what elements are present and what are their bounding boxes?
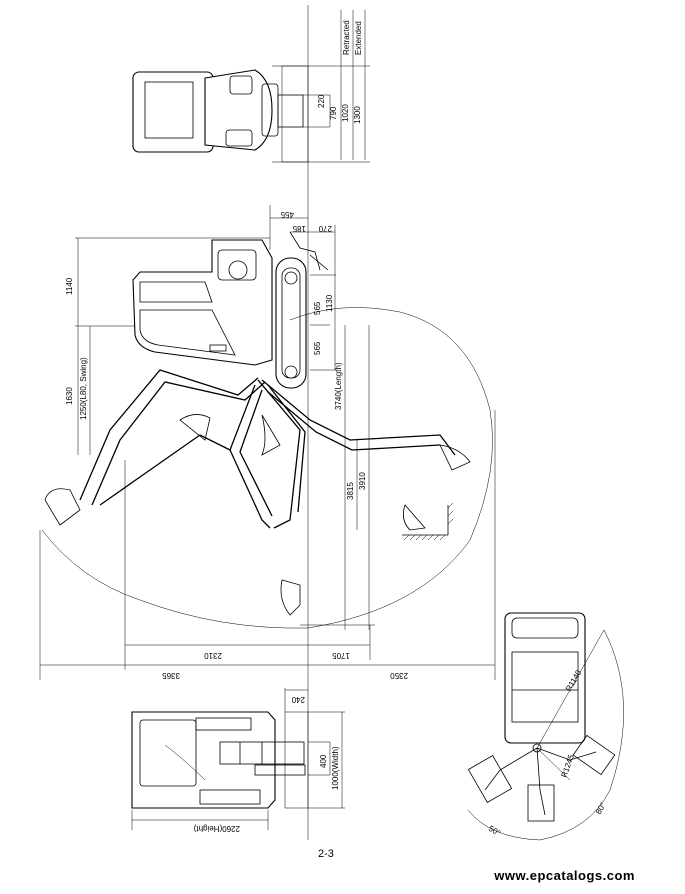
top-view: 220 790 1020 1300 bbox=[132, 65, 370, 163]
swing-view: R1140 R1245 80° 50° bbox=[467, 612, 624, 841]
legend-retracted: Retracted bbox=[342, 20, 351, 55]
dim-2260-height: 2260(Height) bbox=[193, 824, 240, 833]
dim-220: 220 bbox=[317, 94, 326, 108]
dim-565-lower: 565 bbox=[313, 341, 322, 355]
dim-3740-length: 3740(Length) bbox=[334, 362, 343, 410]
dim-790: 790 bbox=[329, 106, 338, 120]
page-number: 2-3 bbox=[318, 848, 334, 860]
dim-1000-width: 1000(Width) bbox=[331, 746, 340, 790]
dim-455: 455 bbox=[280, 210, 294, 219]
dim-270: 270 bbox=[318, 224, 332, 233]
angle-50: 50° bbox=[487, 824, 502, 838]
dim-2310: 2310 bbox=[204, 651, 222, 660]
angle-80: 80° bbox=[594, 801, 608, 816]
dim-1130: 1130 bbox=[325, 294, 334, 312]
watermark: www.epcatalogs.com bbox=[494, 868, 635, 883]
dim-1140: 1140 bbox=[65, 277, 74, 295]
dim-1630: 1630 bbox=[65, 387, 74, 405]
side-view: 455 270 185 1140 1630 1250(L80, Swing) 5… bbox=[39, 205, 496, 680]
bottom-view: 240 400 1000(Width) 2260(Height) bbox=[131, 688, 345, 833]
dim-3910: 3910 bbox=[358, 472, 367, 490]
dim-3365: 3365 bbox=[162, 671, 180, 680]
dim-1020: 1020 bbox=[341, 104, 350, 122]
dim-185: 185 bbox=[292, 224, 306, 233]
dim-1300: 1300 bbox=[353, 106, 362, 124]
dim-1705: 1705 bbox=[332, 651, 350, 660]
dim-240: 240 bbox=[291, 695, 305, 704]
dim-565-upper: 565 bbox=[313, 301, 322, 315]
dim-2350: 2350 bbox=[390, 671, 408, 680]
dim-1250-swing: 1250(L80, Swing) bbox=[79, 357, 88, 420]
legend-extended: Extended bbox=[354, 21, 363, 55]
reach-envelope-arc bbox=[41, 307, 493, 629]
dim-400: 400 bbox=[319, 754, 328, 768]
dim-3815: 3815 bbox=[346, 482, 355, 500]
